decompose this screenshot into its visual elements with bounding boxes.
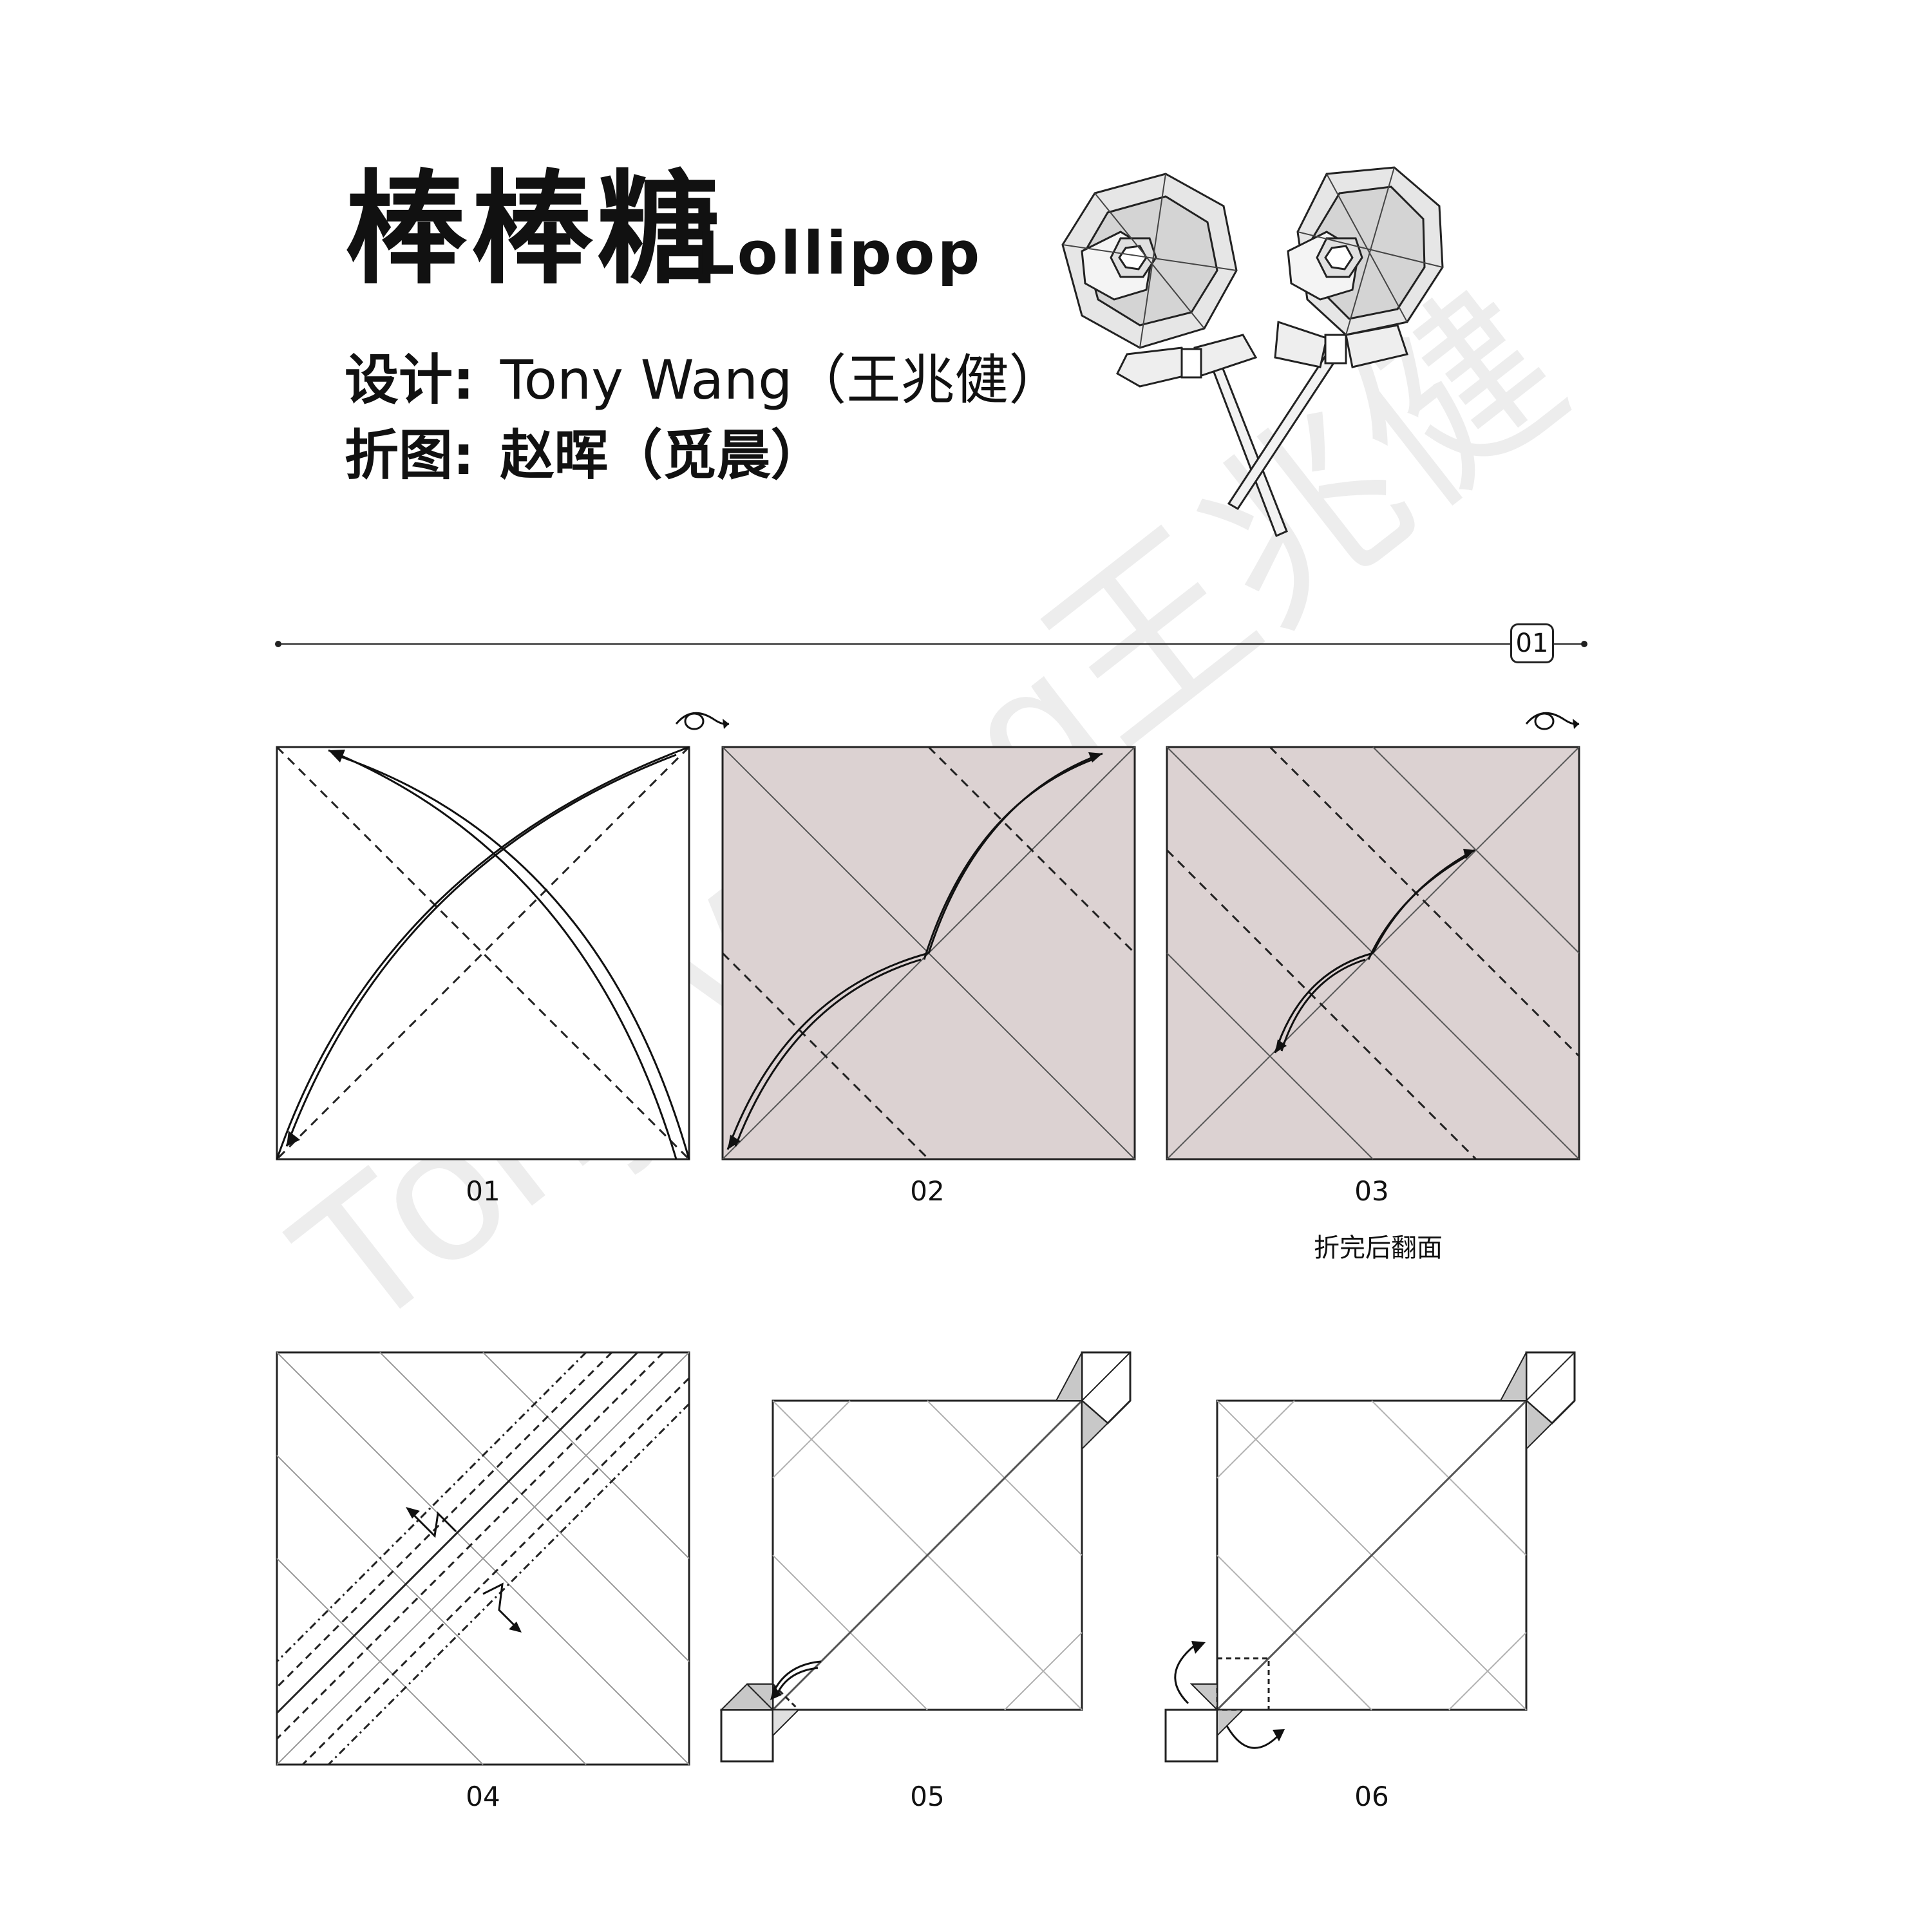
- title-chinese: 棒棒糖: [345, 158, 724, 301]
- step-04-diagram: [276, 1351, 690, 1766]
- title-english: Lollipop: [697, 219, 983, 288]
- step-03-diagram: [1166, 712, 1580, 1160]
- step-05-diagram: [719, 1351, 1132, 1763]
- fold-arrow-icon: [276, 746, 690, 1160]
- design-label: 设计:: [345, 348, 475, 412]
- turn-over-icon: [1525, 712, 1580, 730]
- step-06-label: 06: [1354, 1781, 1389, 1812]
- diagram-credit: 折图:赵晖（觅晨）: [345, 428, 825, 482]
- step-02-diagram: [721, 746, 1136, 1160]
- fold-arrow-icon: [1274, 849, 1475, 1054]
- fold-arrow-icon: [726, 752, 1103, 1150]
- step-04-label: 04: [466, 1781, 500, 1812]
- step-01-label: 01: [466, 1175, 500, 1207]
- step-06-diagram: [1164, 1351, 1576, 1763]
- design-credit: 设计:Tony Wang（王兆健）: [345, 353, 1063, 407]
- step-01-diagram: [276, 712, 730, 1160]
- pleat-arrow-icon: [408, 1509, 520, 1631]
- designer-name: Tony Wang（王兆健）: [500, 348, 1063, 412]
- rotate-arrow-icon: [1174, 1644, 1280, 1749]
- page-number-badge: 01: [1510, 623, 1554, 663]
- step-02-label: 02: [910, 1175, 945, 1207]
- step-03-note: 折完后翻面: [1314, 1233, 1443, 1263]
- diagram-label: 折图:: [345, 424, 475, 487]
- step-05-label: 05: [910, 1781, 945, 1812]
- section-divider: [275, 641, 1587, 647]
- lollipop-illustration: [1061, 166, 1444, 538]
- diagrammer-name: 赵晖（觅晨）: [500, 424, 825, 487]
- step-03-label: 03: [1354, 1175, 1389, 1207]
